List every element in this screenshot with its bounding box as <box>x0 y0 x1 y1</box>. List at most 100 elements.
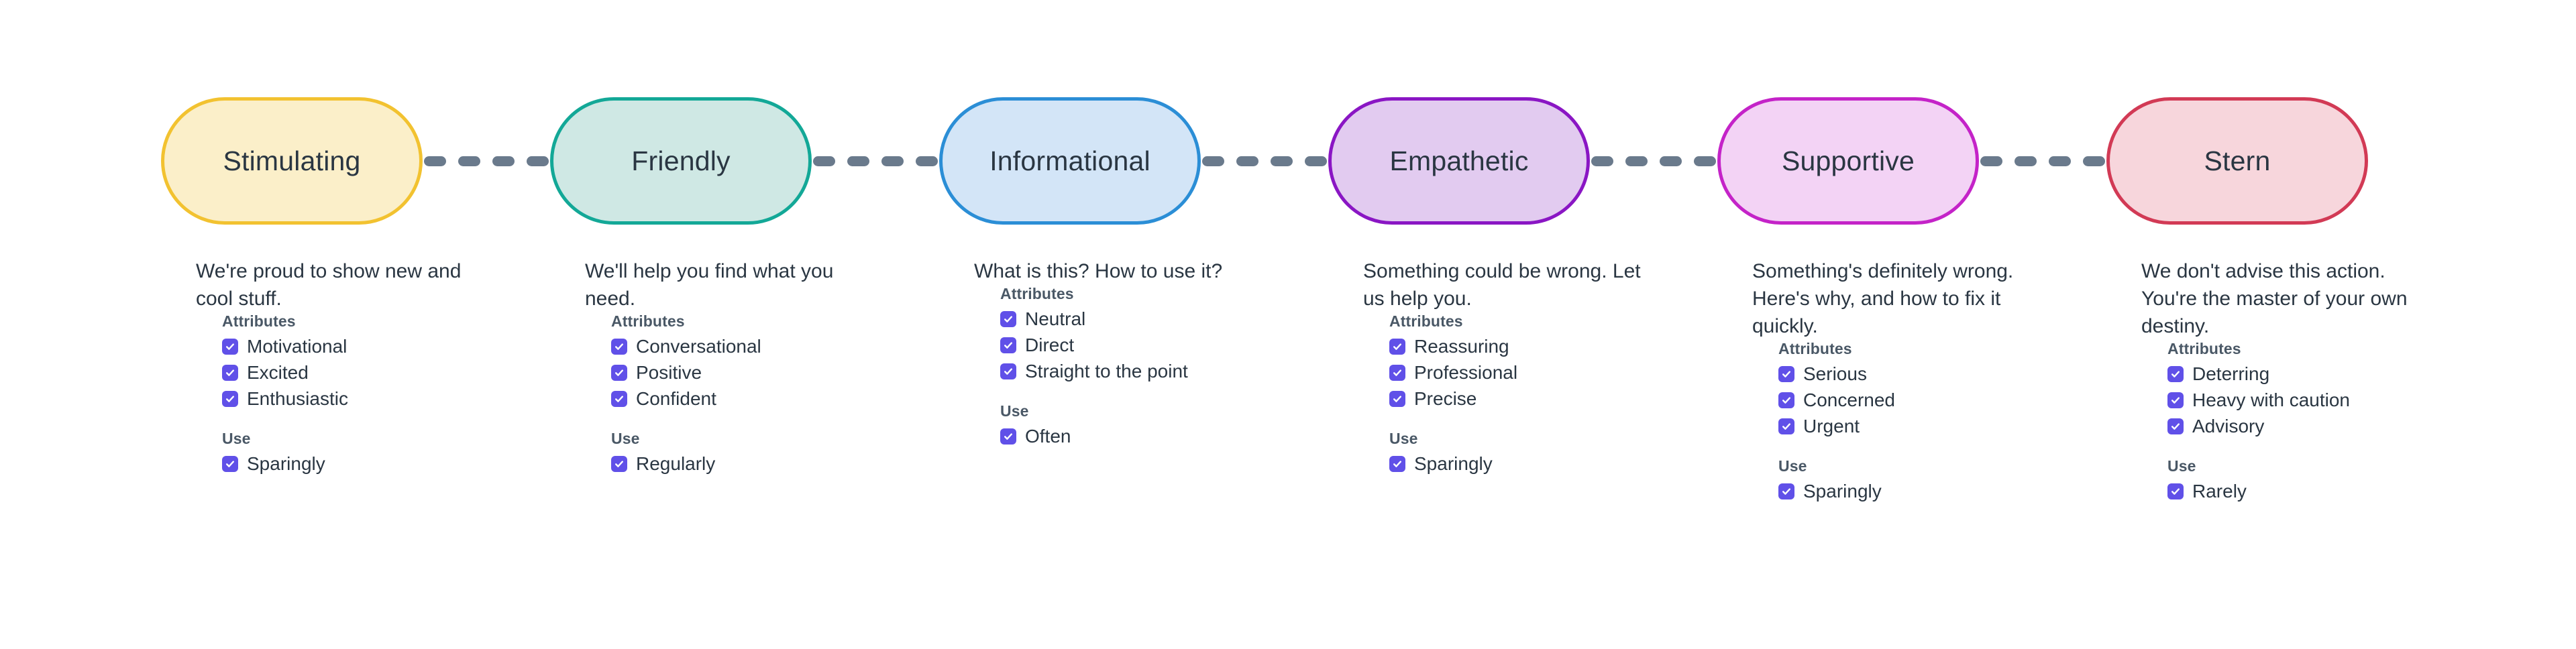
checkmark-icon[interactable] <box>1778 392 1794 408</box>
dash-segment <box>1591 156 1613 166</box>
dash-segment <box>1694 156 1716 166</box>
use-label: Sparingly <box>247 453 325 474</box>
attributes-item[interactable]: Direct <box>1000 335 1276 356</box>
use-item[interactable]: Often <box>1000 426 1276 447</box>
tone-pill-friendly[interactable]: Friendly <box>550 97 812 225</box>
attributes-item[interactable]: Positive <box>611 362 887 384</box>
checkmark-icon[interactable] <box>2167 418 2184 434</box>
use-item[interactable]: Sparingly <box>1778 481 2054 502</box>
attributes-item[interactable]: Reassuring <box>1389 336 1665 357</box>
dash-segment <box>458 156 480 166</box>
tone-pill-supportive[interactable]: Supportive <box>1717 97 1979 225</box>
attributes-heading: Attributes <box>1000 285 1074 302</box>
tone-pill-informational[interactable]: Informational <box>939 97 1201 225</box>
attributes-item[interactable]: Heavy with caution <box>2167 390 2443 411</box>
tone-description: We don't advise this action. You're the … <box>2141 260 2408 337</box>
dash-segment <box>847 156 869 166</box>
attributes-item[interactable]: Conversational <box>611 336 887 357</box>
checkmark-icon[interactable] <box>1000 311 1016 327</box>
attributes-item[interactable]: Neutral <box>1000 308 1276 330</box>
checkmark-icon[interactable] <box>611 339 627 355</box>
checkmark-icon[interactable] <box>611 365 627 381</box>
use-label: Sparingly <box>1414 453 1493 474</box>
use-item[interactable]: Regularly <box>611 453 887 475</box>
checkmark-icon[interactable] <box>611 456 627 472</box>
attributes-item[interactable]: Enthusiastic <box>222 388 498 410</box>
dash-segment <box>1236 156 1258 166</box>
attributes-label: Neutral <box>1025 308 1086 329</box>
attributes-item[interactable]: Motivational <box>222 336 498 357</box>
checkmark-icon[interactable] <box>1778 483 1794 499</box>
attributes-item[interactable]: Professional <box>1389 362 1665 384</box>
checkmark-icon[interactable] <box>1000 337 1016 353</box>
tone-pill-empathetic[interactable]: Empathetic <box>1328 97 1590 225</box>
checkmark-icon[interactable] <box>1389 456 1405 472</box>
attributes-heading: Attributes <box>222 312 296 330</box>
use-heading: Use <box>1000 402 1029 420</box>
attributes-label: Conversational <box>636 336 761 357</box>
attributes-label: Excited <box>247 362 309 383</box>
tone-pill-stimulating[interactable]: Stimulating <box>161 97 423 225</box>
checkmark-icon[interactable] <box>222 365 238 381</box>
attributes-label: Deterring <box>2192 363 2270 384</box>
checkmark-icon[interactable] <box>222 391 238 407</box>
checkmark-icon[interactable] <box>1000 363 1016 379</box>
attributes-label: Professional <box>1414 362 1518 383</box>
attributes-label: Motivational <box>247 336 347 357</box>
attributes-item[interactable]: Concerned <box>1778 390 2054 411</box>
checkmark-icon[interactable] <box>2167 483 2184 499</box>
attributes-heading: Attributes <box>2167 340 2241 357</box>
checkmark-icon[interactable] <box>611 391 627 407</box>
attributes-item[interactable]: Precise <box>1389 388 1665 410</box>
dash-segment <box>2015 156 2037 166</box>
attributes-item[interactable]: Straight to the point <box>1000 361 1276 382</box>
tone-pill-label: Empathetic <box>1389 145 1529 176</box>
attributes-item[interactable]: Advisory <box>2167 416 2443 437</box>
checkmark-icon[interactable] <box>1389 391 1405 407</box>
checkmark-icon[interactable] <box>222 339 238 355</box>
use-label: Often <box>1025 426 1071 447</box>
attributes-item[interactable]: Confident <box>611 388 887 410</box>
dash-segment <box>1305 156 1327 166</box>
attributes-item[interactable]: Serious <box>1778 363 2054 385</box>
checkmark-icon[interactable] <box>2167 366 2184 382</box>
use-item[interactable]: Sparingly <box>1389 453 1665 475</box>
checkmark-icon[interactable] <box>222 456 238 472</box>
use-item[interactable]: Rarely <box>2167 481 2443 502</box>
dash-segment <box>2049 156 2071 166</box>
checkmark-icon[interactable] <box>1778 418 1794 434</box>
attributes-item[interactable]: Deterring <box>2167 363 2443 385</box>
checkmark-icon[interactable] <box>1000 428 1016 445</box>
attributes-label: Precise <box>1414 388 1477 409</box>
checkmark-icon[interactable] <box>1389 365 1405 381</box>
checkmark-icon[interactable] <box>2167 392 2184 408</box>
attributes-item[interactable]: Excited <box>222 362 498 384</box>
use-heading: Use <box>1778 457 1807 475</box>
dashed-line-icon <box>1201 156 1328 166</box>
checkmark-icon[interactable] <box>1389 339 1405 355</box>
tone-column-stern: We don't advise this action. You're the … <box>2141 257 2443 507</box>
tone-pill-stern[interactable]: Stern <box>2106 97 2368 225</box>
attributes-item[interactable]: Urgent <box>1778 416 2054 437</box>
use-label: Rarely <box>2192 481 2247 501</box>
attributes-label: Concerned <box>1803 390 1895 410</box>
checkmark-icon[interactable] <box>1778 366 1794 382</box>
use-item[interactable]: Sparingly <box>222 453 498 475</box>
tone-column-stimulating: We're proud to show new and cool stuff.A… <box>196 257 498 479</box>
dash-segment <box>424 156 446 166</box>
tone-pill-row: Stimulating Friendly Informational Empathet… <box>0 97 2576 225</box>
attributes-label: Enthusiastic <box>247 388 348 409</box>
